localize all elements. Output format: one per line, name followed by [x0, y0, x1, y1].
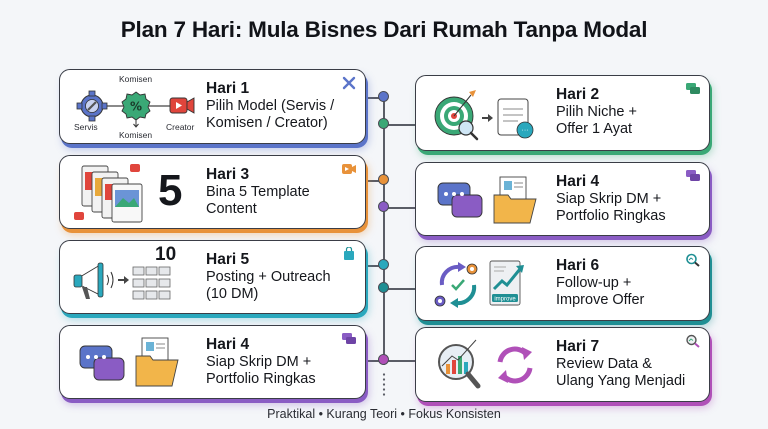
connector-hari-3 — [366, 180, 384, 182]
video-badge-icon — [74, 212, 84, 220]
svg-text:···: ··· — [522, 127, 529, 134]
card-description: Follow-up + Improve Offer — [556, 274, 645, 309]
video-camera-icon — [342, 164, 356, 174]
cycle-gears-icon — [434, 262, 478, 308]
big-number: 10 — [155, 244, 177, 265]
card-day-title: Hari 6 — [556, 257, 600, 274]
label-creator: Creator — [166, 122, 195, 132]
card-hari-4: Hari 4 Siap Skrip DM + Portfolio Ringkas — [415, 162, 710, 236]
magnifier-chart-icon — [438, 339, 481, 389]
target-notepad-illustration: ··· — [434, 90, 534, 141]
card-description: Posting + Outreach (10 DM) — [206, 268, 331, 303]
footer-tagline: Praktikal • Kurang Teori • Fokus Konsist… — [267, 407, 501, 421]
card-hari-6: improve Hari 6 Follow-up + Improve Offer — [415, 246, 710, 321]
chat-bubbles-icon — [79, 345, 125, 381]
card-day-title: Hari 4 — [206, 336, 250, 353]
chat-folder-illustration — [437, 176, 537, 224]
card-hari-7: Hari 7 Review Data & Ulang Yang Menjadi — [415, 327, 710, 402]
label-komisen-top: Komisen — [119, 74, 153, 84]
label-servis: Servis — [74, 122, 98, 132]
shopping-bag-icon — [344, 247, 354, 260]
gear-wrench-icon — [76, 90, 108, 122]
timeline-node-hari-2 — [378, 118, 389, 129]
svg-text:%: % — [130, 100, 142, 114]
card-day-title: Hari 4 — [556, 173, 600, 190]
connector-hari-6 — [384, 288, 415, 290]
chat-folder-illustration — [79, 337, 179, 387]
tools-icon — [342, 76, 356, 90]
card-description: Pilih Model (Servis / Komisen / Creator) — [206, 97, 335, 132]
card-day-title: Hari 2 — [556, 86, 600, 103]
megaphone-mail-illustration — [73, 262, 171, 300]
connector-hari-1 — [366, 97, 384, 99]
card-hari-4-repeat: Hari 4 Siap Skrip DM + Portfolio Ringkas — [59, 325, 366, 399]
connector-hari-4 — [384, 207, 415, 209]
page-title: Plan 7 Hari: Mula Bisnes Dari Rumah Tanp… — [120, 17, 648, 42]
improve-document-icon — [489, 260, 524, 306]
timeline-node-hari-1 — [378, 91, 389, 102]
card-description: Siap Skrip DM + Portfolio Ringkas — [556, 190, 666, 225]
chat-bubbles-icon — [686, 170, 700, 181]
timeline-node-hari-3 — [378, 174, 389, 185]
card-hari-5: 10 Hari 5 Posting + Outreach (10 DM) — [59, 240, 366, 314]
folder-portfolio-icon — [135, 337, 179, 387]
megaphone-icon — [73, 262, 114, 299]
label-komisen-bottom: Komisen — [119, 130, 153, 140]
connector-hari-4b — [366, 360, 415, 362]
card-day-title: Hari 1 — [206, 80, 250, 97]
card-hari-2: ··· Hari 2 Pilih Niche + Offer 1 Ayat — [415, 75, 710, 151]
card-hari-3: 5 Hari 3 Bina 5 Template Content — [59, 155, 366, 229]
cycle-improve-illustration: improve — [434, 260, 524, 308]
connector-hari-2 — [384, 124, 415, 126]
big-number: 5 — [158, 166, 183, 215]
magnifier-chart-icon — [686, 334, 700, 348]
magnifier-chart-icon — [686, 253, 700, 267]
card-description: Siap Skrip DM + Portfolio Ringkas — [206, 353, 316, 388]
card-description: Review Data & Ulang Yang Menjadi — [556, 355, 686, 390]
improve-badge-label: improve — [494, 297, 516, 303]
card-description: Pilih Niche + Offer 1 Ayat — [556, 103, 637, 138]
timeline-line — [383, 97, 385, 365]
chat-bubbles-icon — [342, 333, 356, 344]
magnifier-icon — [458, 120, 479, 141]
review-cycle-illustration — [438, 339, 533, 389]
connector-hari-5 — [366, 265, 384, 267]
card-day-title: Hari 7 — [556, 338, 600, 355]
card-day-title: Hari 3 — [206, 166, 250, 183]
card-hari-1: % Komisen Servis Komisen Creator Hari 1 … — [59, 69, 366, 144]
timeline-node-hari-7 — [378, 354, 389, 365]
card-description: Bina 5 Template Content — [206, 183, 310, 218]
chat-bubbles-icon — [686, 83, 700, 94]
chat-bubbles-icon — [437, 182, 483, 218]
timeline-continuation-dots — [382, 372, 386, 396]
video-badge-icon — [130, 164, 140, 172]
folder-portfolio-icon — [493, 176, 537, 224]
timeline-node-hari-6 — [378, 282, 389, 293]
model-choice-illustration: % — [76, 90, 195, 128]
templates-illustration — [74, 164, 143, 223]
video-camera-icon — [169, 97, 195, 114]
notepad-icon: ··· — [497, 98, 534, 139]
timeline-node-hari-5 — [378, 259, 389, 270]
timeline-node-hari-4 — [378, 201, 389, 212]
percent-badge-icon: % — [121, 91, 151, 121]
card-day-title: Hari 5 — [206, 251, 250, 268]
mail-grid-icon — [132, 266, 171, 300]
